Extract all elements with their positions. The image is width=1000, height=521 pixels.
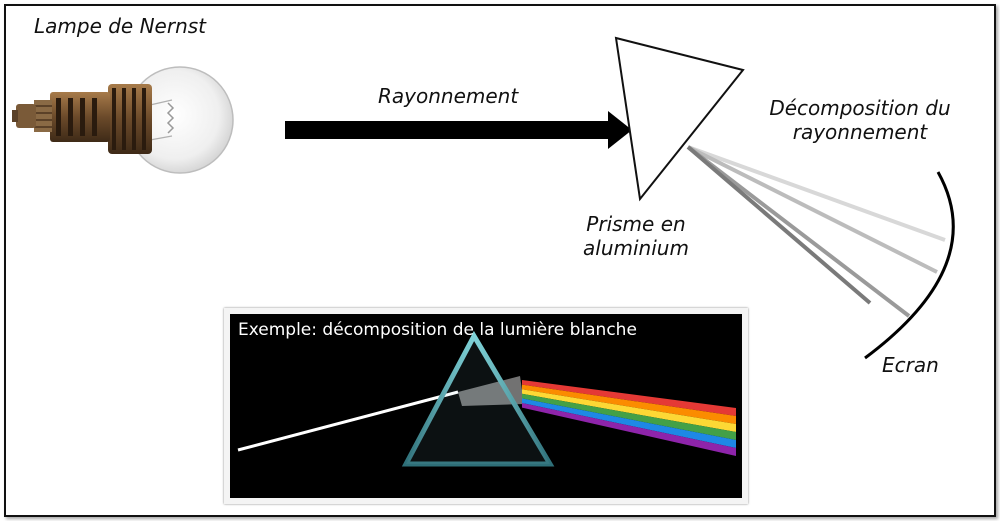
spectrum-band-6 xyxy=(522,403,736,456)
ray-3 xyxy=(686,145,911,318)
prism-photo-illustration xyxy=(237,330,736,467)
decomposition-label-line1: Décomposition du xyxy=(769,96,951,120)
dispersed-rays xyxy=(686,145,946,318)
photo-caption: Exemple: décomposition de la lumière bla… xyxy=(238,320,637,340)
prism-example-photo: Exemple: décomposition de la lumière bla… xyxy=(224,308,748,504)
decomposition-label-line2: rayonnement xyxy=(792,120,928,144)
spectrum-band-4 xyxy=(522,393,736,440)
spectrum-band-3 xyxy=(522,389,736,432)
spectrum-band-2 xyxy=(522,384,736,424)
ray-1 xyxy=(687,145,946,242)
ray-2 xyxy=(687,145,938,274)
spectrum-band-5 xyxy=(522,398,736,448)
white-light-beam xyxy=(237,390,459,452)
spectrum-bands xyxy=(522,380,736,456)
lamp-label: Lampe de Nernst xyxy=(34,14,207,38)
nernst-lamp-icon xyxy=(12,66,234,174)
internal-beam xyxy=(458,376,524,406)
triangle-prism-icon xyxy=(614,36,745,202)
radiation-label: Rayonnement xyxy=(378,84,519,108)
screen-label: Ecran xyxy=(882,353,939,377)
prism-label-line1: Prisme en xyxy=(586,212,686,236)
curved-screen-icon xyxy=(864,171,955,360)
arrow-right-icon xyxy=(285,111,632,149)
decomposition-label: Décomposition du rayonnement xyxy=(750,96,970,144)
spectrum-band-1 xyxy=(522,380,736,416)
prism-label-line2: aluminium xyxy=(583,236,689,260)
glass-prism-icon xyxy=(401,330,555,467)
prism-label: Prisme en aluminium xyxy=(566,212,706,260)
ray-4 xyxy=(686,145,872,305)
